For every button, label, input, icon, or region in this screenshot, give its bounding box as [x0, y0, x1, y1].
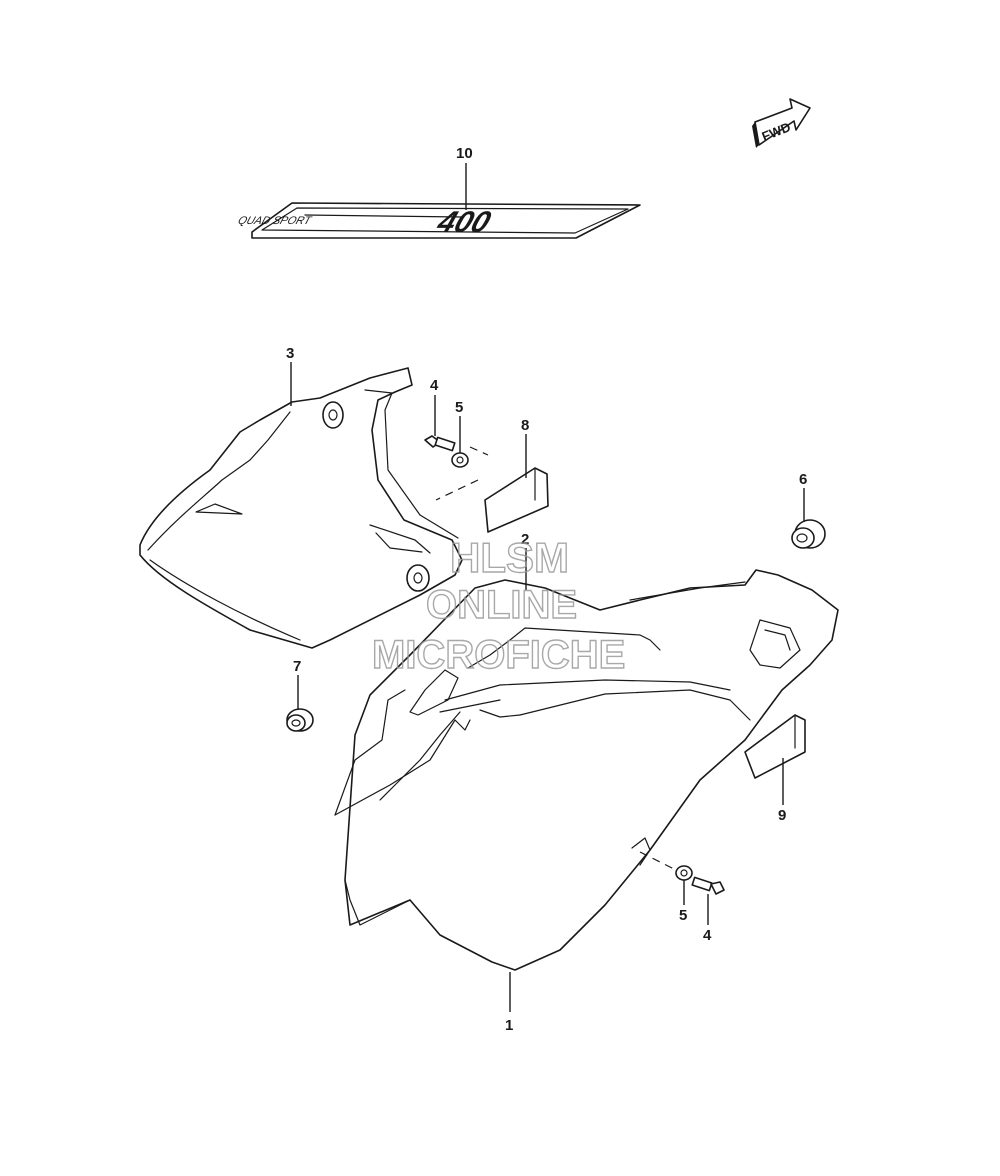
callout-5-upper: 5: [455, 399, 463, 416]
callout-6: 6: [799, 471, 807, 488]
decal-script-text: QUAD SPORT: [236, 215, 313, 227]
callout-5-lower: 5: [679, 907, 687, 924]
callout-1: 1: [505, 1017, 513, 1034]
decal-model-number: 400: [432, 205, 495, 239]
part-5-washer-upper: [451, 452, 469, 468]
watermark-line1: HLSM: [450, 534, 569, 581]
part-8-pad: [484, 467, 549, 533]
part-4-bolt-upper: [424, 435, 456, 452]
part-7-grommet: [286, 708, 314, 732]
callout-10: 10: [456, 145, 473, 162]
callout-7: 7: [293, 658, 301, 675]
callout-4-lower: 4: [703, 927, 712, 944]
part-5-washer-lower: [675, 865, 693, 881]
part-10-decal: QUAD SPORT 400: [236, 202, 641, 239]
callout-4-upper: 4: [430, 377, 439, 394]
watermark-line2: ONLINE: [426, 583, 577, 627]
part-6-grommet: [791, 519, 826, 549]
fwd-arrow-icon: FWD: [752, 98, 811, 148]
part-1-frame-cover: [334, 569, 839, 971]
watermark: HLSM ONLINE MICROFICHE: [371, 533, 626, 677]
callout-9: 9: [778, 807, 786, 824]
watermark-line3: MICROFICHE: [372, 633, 625, 677]
part-9-pad: [744, 714, 806, 779]
part-4-bolt-lower: [691, 876, 725, 895]
callout-3: 3: [286, 345, 294, 362]
callout-8: 8: [521, 417, 529, 434]
part-3-side-cover: [139, 367, 463, 649]
callout-2: 2: [521, 531, 529, 548]
